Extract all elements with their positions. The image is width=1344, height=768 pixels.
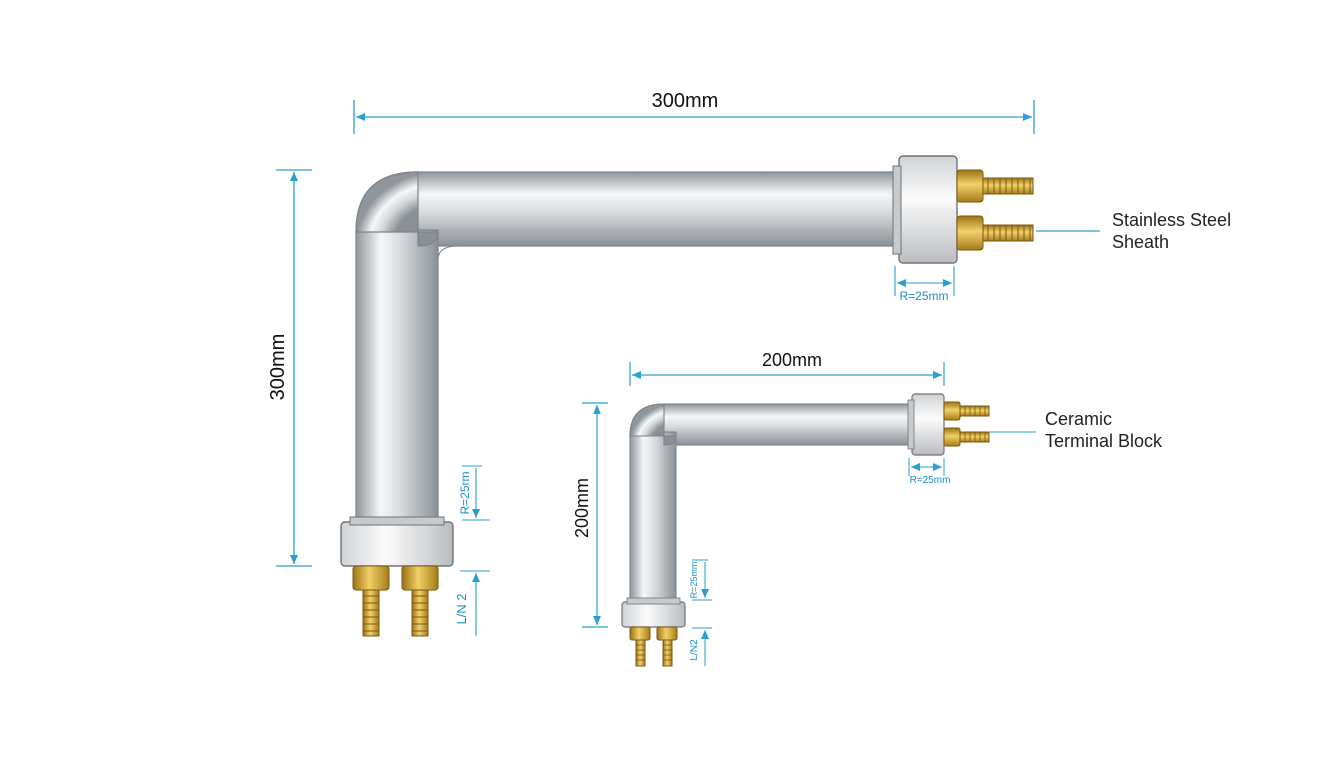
large-width-dimension — [353, 100, 1035, 134]
small-bottom-terminal-right — [656, 626, 678, 667]
small-width-dimension — [629, 362, 945, 386]
small-side-radius-dimension — [692, 559, 712, 601]
large-horizontal-tube — [414, 171, 906, 247]
small-heater: 200mm 200mm R=25mm R=25mm L/N2 — [572, 350, 1163, 667]
small-bottom-terminal-left — [629, 626, 651, 667]
small-top-radius-dimension — [908, 458, 945, 476]
small-horizontal-tube — [661, 403, 917, 446]
small-right-terminal-block — [911, 393, 945, 456]
small-height-dimension — [582, 402, 608, 628]
large-side-radius-dimension — [462, 465, 490, 521]
large-right-terminal-block — [898, 155, 958, 264]
small-callout-line2: Terminal Block — [1045, 431, 1163, 451]
small-right-terminal-lower — [943, 427, 990, 447]
large-right-terminal-lower — [956, 215, 1034, 251]
small-right-terminal-upper — [943, 401, 990, 421]
small-callout-line1: Ceramic — [1045, 409, 1112, 429]
large-height-label: 300mm — [267, 334, 289, 401]
large-vertical-tube — [355, 229, 439, 527]
large-right-terminal-upper — [956, 169, 1034, 203]
small-vertical-tube — [629, 431, 677, 603]
small-height-label: 200mm — [572, 478, 592, 538]
large-callout-line1: Stainless Steel — [1112, 210, 1231, 230]
small-side-lead-label: L/N2 — [689, 639, 700, 661]
small-side-lead-dimension — [692, 627, 712, 666]
large-side-lead-dimension — [460, 570, 490, 636]
large-bottom-terminal-block — [340, 521, 454, 567]
large-width-label: 300mm — [652, 90, 719, 112]
large-top-radius-dimension — [894, 266, 955, 296]
small-side-radius-label: R=25mm — [689, 562, 699, 599]
large-bottom-terminal-left — [352, 565, 390, 637]
large-height-dimension — [276, 169, 312, 567]
small-bottom-terminal-block — [621, 601, 686, 628]
large-heater: 300mm 300mm R=25mm R=25rm L/N 2 — [267, 90, 1231, 637]
small-width-label: 200mm — [762, 350, 822, 370]
small-top-radius-label: R=25mm — [910, 475, 951, 486]
large-side-radius-label: R=25rm — [458, 471, 472, 514]
large-side-lead-label: L/N 2 — [454, 593, 469, 624]
large-bottom-terminal-right — [401, 565, 439, 637]
large-callout-line2: Sheath — [1112, 232, 1169, 252]
large-top-radius-label: R=25mm — [899, 289, 948, 303]
